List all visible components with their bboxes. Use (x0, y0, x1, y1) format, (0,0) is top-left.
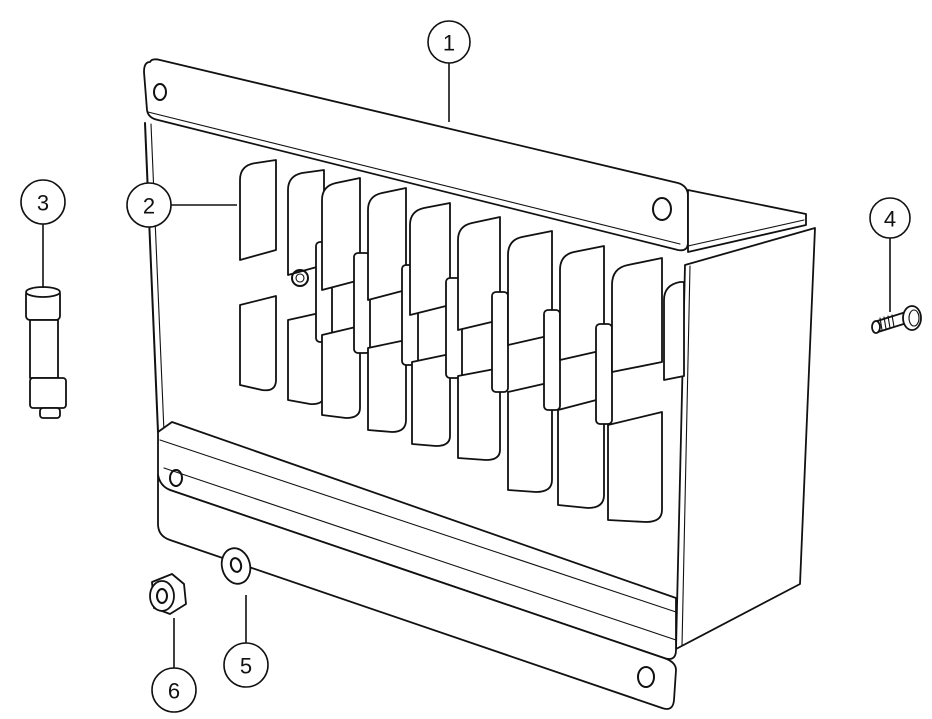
mounting-hole (169, 469, 183, 487)
callout-5: 5 (223, 595, 269, 688)
installed-fuse (543, 309, 561, 411)
flat-washer (220, 547, 252, 585)
callout-4: 4 (869, 197, 911, 312)
callout-number: 5 (240, 654, 252, 679)
callout-3: 3 (20, 179, 66, 288)
callout-6: 6 (151, 618, 197, 713)
installed-fuse (491, 291, 509, 393)
fuse-end-cap (291, 269, 309, 287)
callout-balloon (869, 197, 911, 239)
enclosure (143, 58, 816, 710)
callout-number: 6 (168, 679, 180, 704)
callout-balloon (20, 179, 66, 225)
callout-number: 3 (37, 191, 49, 216)
callout-number: 1 (443, 31, 455, 56)
callout-2: 2 (126, 182, 237, 228)
callout-1: 1 (427, 20, 471, 122)
mounting-screw (871, 305, 922, 334)
mounting-hole (652, 197, 672, 221)
callout-balloon (223, 642, 269, 688)
installed-fuse (595, 323, 613, 425)
fuse-clip-array (239, 159, 685, 523)
callout-number: 2 (143, 194, 155, 219)
mounting-hole (153, 83, 167, 101)
callout-balloon (427, 20, 471, 64)
callout-balloon (126, 182, 172, 228)
mounting-hole (637, 666, 655, 688)
hex-nut (149, 573, 187, 615)
installed-fuse (353, 252, 371, 354)
callout-number: 4 (884, 207, 896, 232)
callout-balloon (151, 667, 197, 713)
cartridge-fuse (25, 286, 67, 419)
